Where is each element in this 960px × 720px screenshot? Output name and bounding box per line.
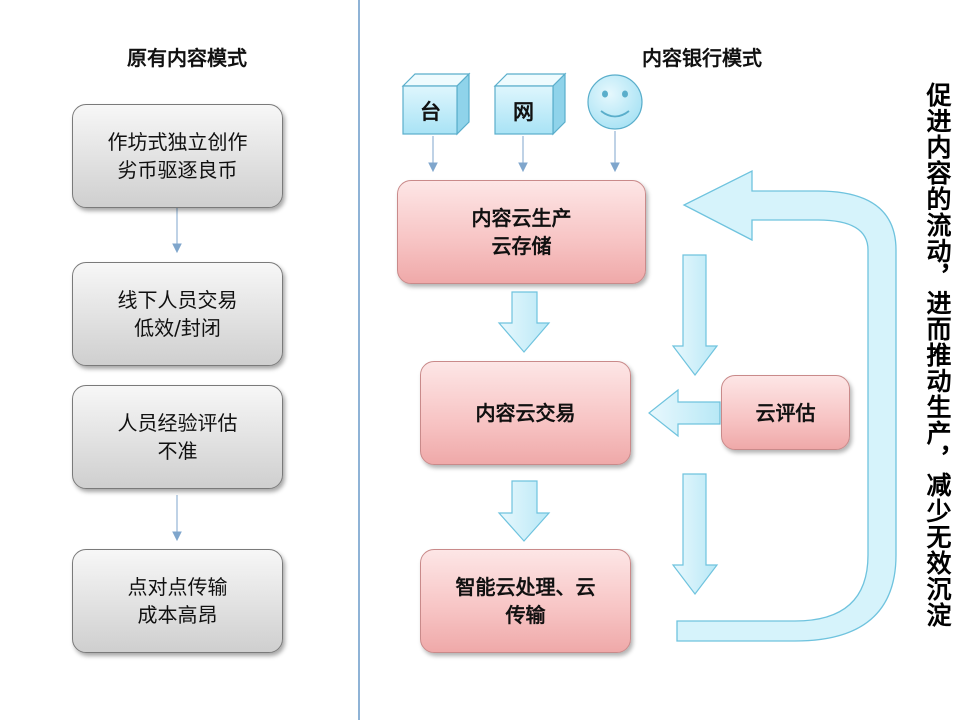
left-title: 原有内容模式 bbox=[127, 46, 247, 70]
left-box-workshop: 作坊式独立创作 劣币驱逐良币 bbox=[72, 104, 283, 208]
box-smart-processing: 智能云处理、云 传输 bbox=[420, 549, 631, 653]
box-content-trade-text: 内容云交易 bbox=[475, 401, 576, 425]
box-content-production: 内容云生产 云存储 bbox=[397, 180, 646, 284]
box-content-production-text: 内容云生产 云存储 bbox=[471, 206, 572, 258]
box-smart-processing-text: 智能云处理、云 传输 bbox=[455, 575, 596, 627]
smiley-icon bbox=[587, 74, 643, 130]
left-box-workshop-text: 作坊式独立创作 劣币驱逐良币 bbox=[107, 130, 248, 182]
divider-line bbox=[358, 0, 360, 720]
arrow-left bbox=[648, 388, 721, 438]
arrow-down-2 bbox=[497, 480, 551, 542]
tv-label: 台 bbox=[420, 100, 441, 124]
side-caption: 促进内容的流动，进而推动生产，减少无效沉淀 bbox=[923, 82, 952, 628]
left-box-evaluation-text: 人员经验评估 不准 bbox=[117, 411, 238, 463]
tv-cube-icon bbox=[401, 72, 471, 136]
left-box-p2p-text: 点对点传输 成本高昂 bbox=[127, 575, 228, 627]
arrow-down-3 bbox=[671, 254, 719, 376]
arrow-down-1 bbox=[497, 291, 551, 353]
left-box-offline-trade: 线下人员交易 低效/封闭 bbox=[72, 262, 283, 366]
web-label: 网 bbox=[513, 100, 534, 124]
curved-feedback-arrow bbox=[676, 169, 897, 642]
box-cloud-evaluation: 云评估 bbox=[721, 375, 850, 450]
arrow-down-4 bbox=[671, 473, 719, 595]
box-content-trade: 内容云交易 bbox=[420, 361, 631, 465]
left-box-offline-trade-text: 线下人员交易 低效/封闭 bbox=[117, 288, 238, 340]
left-box-evaluation: 人员经验评估 不准 bbox=[72, 385, 283, 489]
right-title: 内容银行模式 bbox=[642, 46, 762, 70]
web-cube-icon bbox=[493, 72, 567, 136]
left-box-p2p: 点对点传输 成本高昂 bbox=[72, 549, 283, 653]
box-cloud-evaluation-text: 云评估 bbox=[755, 400, 816, 425]
